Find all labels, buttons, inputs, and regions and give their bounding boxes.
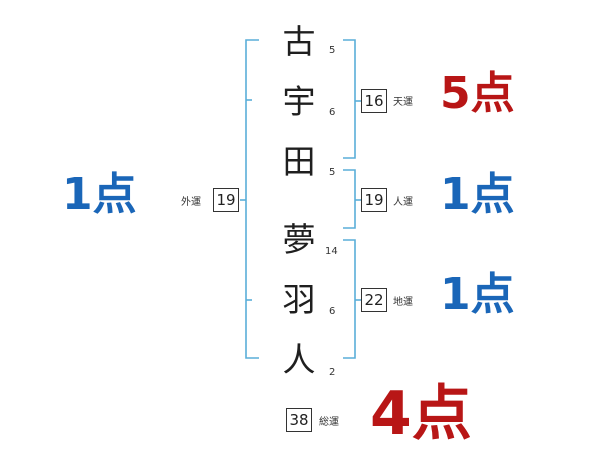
name-char-6: 人 [282, 340, 316, 379]
chikaku-value-box: 22 [361, 288, 387, 312]
chikaku-label: 地運 [393, 297, 413, 308]
gaikaku-label: 外運 [181, 197, 201, 208]
name-char-2: 宇 [282, 82, 316, 121]
name-char-4: 夢 [282, 220, 316, 259]
gaikaku-value-box: 19 [213, 188, 239, 212]
tenkaku-score: 5点 [440, 68, 515, 119]
soukaku-label: 総運 [319, 417, 339, 428]
tenkaku-value-box: 16 [361, 89, 387, 113]
name-char-5: 羽 [282, 280, 316, 319]
stroke-count-5: 6 [329, 306, 336, 317]
soukaku-value-box: 38 [286, 408, 312, 432]
jinkaku-score: 1点 [440, 169, 515, 220]
stroke-count-6: 2 [329, 367, 336, 378]
soukaku-score: 4点 [370, 379, 472, 449]
stroke-count-1: 5 [329, 45, 336, 56]
stroke-count-2: 6 [329, 107, 336, 118]
tenkaku-label: 天運 [393, 97, 413, 108]
name-char-1: 古 [282, 22, 316, 61]
jinkaku-label: 人運 [393, 197, 413, 208]
stroke-count-4: 14 [325, 246, 338, 257]
jinkaku-value-box: 19 [361, 188, 387, 212]
name-char-3: 田 [282, 142, 316, 181]
stroke-count-3: 5 [329, 167, 336, 178]
chikaku-score: 1点 [440, 269, 515, 320]
gaikaku-score: 1点 [62, 169, 137, 220]
